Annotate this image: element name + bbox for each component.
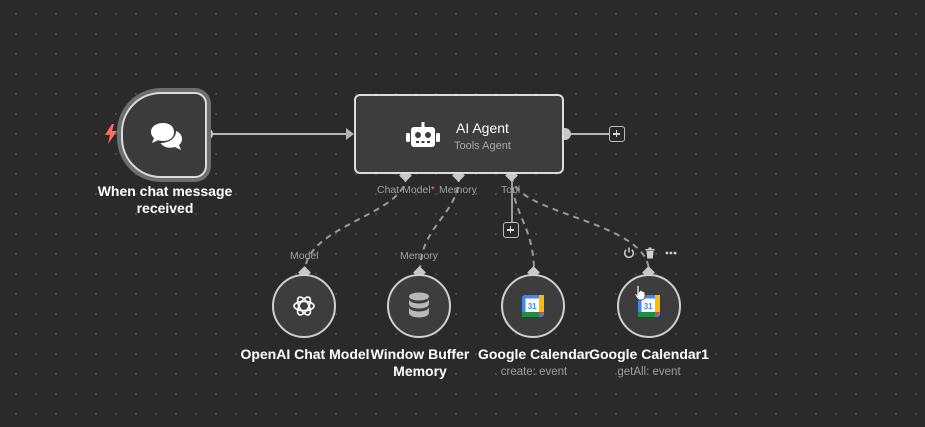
calendar-day-text: 31 xyxy=(644,302,653,311)
database-icon xyxy=(409,292,429,318)
memory-port-label: Memory xyxy=(439,184,477,196)
agent-subtitle: Tools Agent xyxy=(454,140,511,152)
memory-input-label: Memory xyxy=(400,250,438,262)
trigger-label-line1: When chat message xyxy=(97,183,233,199)
openai-icon xyxy=(293,296,315,316)
google-calendar-node[interactable]: 31 xyxy=(501,274,565,338)
ai-agent-node[interactable]: AI Agent Tools Agent xyxy=(354,94,564,174)
power-icon[interactable] xyxy=(622,246,636,260)
chat-model-port-label: Chat Model* xyxy=(377,184,435,196)
required-mark: * xyxy=(430,184,435,196)
memory-connection[interactable] xyxy=(419,175,460,273)
google-calendar1-node[interactable]: 31 xyxy=(617,274,681,338)
robot-icon xyxy=(406,122,440,147)
bolt-icon xyxy=(105,124,117,144)
tool-connection-2[interactable] xyxy=(511,175,650,273)
chat-bubbles-icon xyxy=(151,123,182,150)
agent-title: AI Agent xyxy=(456,120,509,136)
window-buffer-memory-node[interactable] xyxy=(387,274,451,338)
memory-node-label: Window Buffer Memory xyxy=(355,346,485,380)
google-calendar-node-label: Google Calendar xyxy=(477,346,591,362)
google-calendar-icon: 31 xyxy=(522,295,544,317)
main-connection-arrow xyxy=(346,128,354,140)
add-tool-button[interactable] xyxy=(503,222,519,238)
openai-chat-model-node[interactable] xyxy=(272,274,336,338)
memory-node-label-line1: Window Buffer xyxy=(370,346,470,362)
chat-model-port-text: Chat Model xyxy=(377,184,431,196)
google-calendar1-node-label: Google Calendar1 xyxy=(589,346,709,362)
tool-port-label: Tool xyxy=(501,184,521,196)
google-calendar1-node-subtitle: getAll: event xyxy=(617,366,681,378)
more-options-icon[interactable] xyxy=(664,246,678,260)
google-calendar-icon: 31 xyxy=(638,295,660,317)
trigger-label-line2: received xyxy=(136,200,194,216)
mouse-cursor-icon xyxy=(634,285,646,301)
model-input-label: Model xyxy=(290,250,319,262)
add-output-node-button[interactable] xyxy=(609,126,625,142)
chat-trigger-node[interactable] xyxy=(121,92,207,178)
memory-node-label-line2: Memory xyxy=(393,363,447,379)
openai-node-label: OpenAI Chat Model xyxy=(240,346,370,362)
calendar-day-text: 31 xyxy=(528,302,537,311)
model-connection[interactable] xyxy=(304,175,407,273)
google-calendar-node-subtitle: create: event xyxy=(500,366,568,378)
node-hover-toolbar xyxy=(620,246,684,262)
trash-icon[interactable] xyxy=(643,246,657,260)
trigger-label: When chat message received xyxy=(95,183,235,217)
